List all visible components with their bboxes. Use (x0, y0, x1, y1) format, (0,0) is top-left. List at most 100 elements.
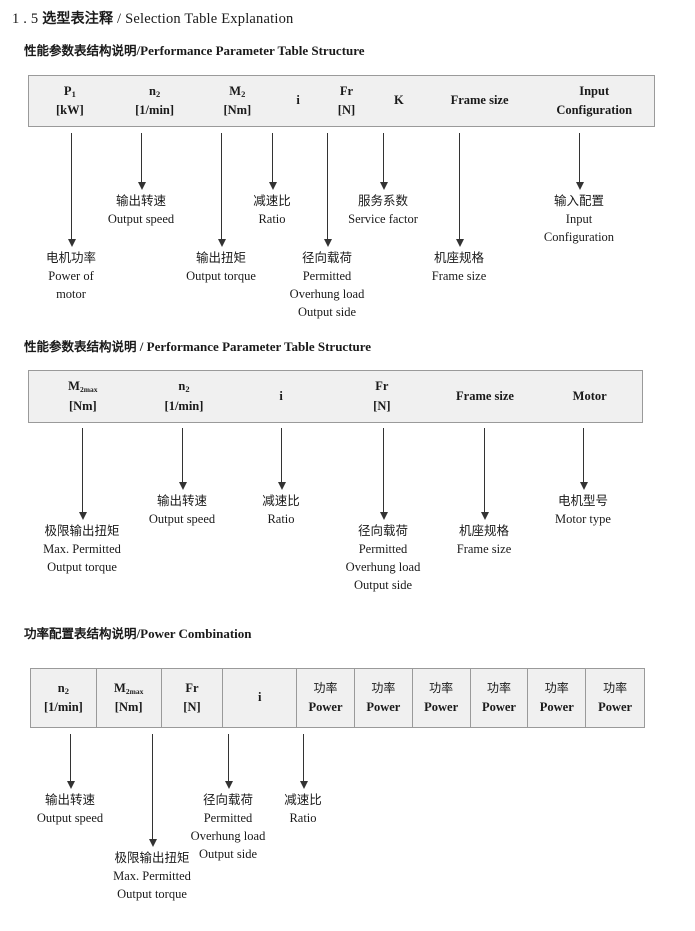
note-service-factor-1-cn: 服务系数 (357, 193, 409, 208)
table3-col-m2max: M2max [Nm] (95, 669, 161, 727)
note-output-speed-2-cn: 输出转速 (156, 493, 207, 508)
table3-col-power-1: 功率 Power (296, 669, 354, 727)
table3-col-power-6-cn: 功率 (603, 681, 628, 696)
note-frame-size-2: 机座规格 Frame size (457, 522, 512, 558)
table3-col-power-2-cn: 功率 (371, 681, 396, 696)
table2-col-n2: n2 [1/min] (137, 371, 232, 422)
note-max-output-torque-2-cn: 极限输出扭矩 (44, 523, 120, 538)
performance-parameter-table-1: P1 [kW] n2 [1/min] M2 [Nm] i Fr [N] K Fr… (28, 75, 655, 127)
table3-col-power-3: 功率 Power (411, 669, 470, 727)
note-max-output-torque-2-en-1: Max. Permitted (43, 542, 121, 557)
arrow-to-ratio-3 (303, 734, 304, 782)
table1-col-fr-unit: [N] (337, 103, 356, 117)
table3-col-power-5-en: Power (539, 699, 574, 714)
title-chinese: 选型表注释 (42, 11, 114, 27)
table1-col-p1: P1 [kW] (29, 76, 111, 126)
arrow-to-overhung-load-1 (327, 133, 328, 240)
note-overhung-load-1-en-2: Overhung load (289, 287, 365, 302)
note-power-of-motor-1: 电机功率 Power of motor (46, 249, 96, 303)
note-output-speed-3-en: Output speed (36, 811, 104, 826)
table3-col-power-2: 功率 Power (353, 669, 412, 727)
table3-col-fr-symbol: Fr (185, 680, 199, 695)
note-max-output-torque-2-en-2: Output torque (47, 560, 117, 575)
arrow-to-input-configuration-1 (579, 133, 580, 183)
section3-heading-separator: / (136, 626, 141, 641)
table1-col-configuration-label: Configuration (556, 103, 633, 117)
note-ratio-2: 减速比 Ratio (262, 492, 300, 528)
note-input-configuration-1-en-2: Configuration (543, 230, 615, 245)
table1-col-m2-symbol: M2 (229, 83, 246, 99)
note-ratio-1-en: Ratio (258, 212, 286, 227)
section-heading-perf2: 性能参数表结构说明 / Performance Parameter Table … (24, 336, 371, 355)
table3-col-power-3-cn: 功率 (429, 681, 454, 696)
note-frame-size-2-en: Frame size (456, 542, 512, 557)
note-overhung-load-1-cn: 径向载荷 (301, 250, 353, 265)
note-output-speed-2: 输出转速 Output speed (149, 492, 215, 528)
table1-col-frame-size: Frame size (425, 76, 535, 126)
note-overhung-load-1: 径向载荷 Permitted Overhung load Output side (290, 249, 365, 322)
table3-col-power-4-cn: 功率 (486, 681, 511, 696)
note-service-factor-1: 服务系数 Service factor (348, 192, 418, 228)
note-overhung-load-3-cn: 径向载荷 (202, 792, 254, 807)
table1-col-input-label: Input (579, 83, 610, 98)
section3-heading-english: Power Combination (140, 626, 252, 641)
section-heading-chinese: 性能参数表结构说明 (24, 43, 137, 58)
note-overhung-load-2-en-1: Permitted (358, 542, 408, 557)
page-title: 1 . 5 选型表注释 / Selection Table Explanatio… (12, 8, 294, 28)
table3-col-m2max-symbol: M2max (114, 680, 144, 696)
table2-col-m2max-unit: [Nm] (68, 398, 97, 413)
note-output-torque-1: 输出扭矩 Output torque (186, 249, 256, 285)
note-service-factor-1-en: Service factor (348, 212, 418, 227)
table2-col-n2-unit: [1/min] (164, 398, 204, 413)
note-overhung-load-2: 径向载荷 Permitted Overhung load Output side (346, 522, 421, 595)
note-power-of-motor-1-en-2: motor (56, 287, 86, 302)
note-motor-type-2: 电机型号 Motor type (555, 492, 611, 528)
table3-col-n2: n2 [1/min] (31, 669, 96, 727)
section-heading-separator: / (136, 43, 141, 58)
note-ratio-1-cn: 减速比 (253, 193, 291, 208)
note-overhung-load-3-en-3: Output side (199, 847, 257, 862)
table2-col-i-symbol: i (279, 388, 283, 403)
note-ratio-3: 减速比 Ratio (284, 791, 322, 827)
arrow-to-output-torque-1 (221, 133, 222, 240)
note-max-output-torque-2: 极限输出扭矩 Max. Permitted Output torque (43, 522, 121, 576)
note-overhung-load-1-en-1: Permitted (302, 269, 352, 284)
note-overhung-load-1-en-3: Output side (298, 305, 356, 320)
section3-heading-chinese: 功率配置表结构说明 (24, 626, 137, 641)
table1-col-k-symbol: K (393, 93, 404, 108)
note-power-of-motor-1-en-1: Power of (48, 269, 94, 284)
note-output-torque-1-cn: 输出扭矩 (195, 250, 247, 265)
table1-col-fr: Fr [N] (320, 76, 373, 126)
table2-col-frame-size-label: Frame size (456, 388, 514, 403)
table2-col-motor-label: Motor (572, 388, 607, 403)
note-overhung-load-3-en-2: Overhung load (190, 829, 266, 844)
arrow-to-output-speed-3 (70, 734, 71, 782)
table1-col-p1-symbol: P1 (63, 83, 76, 99)
note-overhung-load-2-cn: 径向载荷 (357, 523, 409, 538)
table3-col-power-5-cn: 功率 (544, 681, 569, 696)
note-output-speed-1-cn: 输出转速 (115, 193, 166, 208)
arrow-to-service-factor-1 (383, 133, 384, 183)
note-ratio-3-cn: 减速比 (284, 792, 322, 807)
note-ratio-1: 减速比 Ratio (253, 192, 291, 228)
note-frame-size-1-en: Frame size (431, 269, 487, 284)
table3-col-n2-unit: [1/min] (43, 700, 83, 714)
performance-parameter-table-2: M2max [Nm] n2 [1/min] i Fr [N] Frame siz… (28, 370, 643, 423)
note-power-of-motor-1-cn: 电机功率 (45, 250, 97, 265)
table1-col-frame-size-label: Frame size (450, 93, 509, 108)
table2-col-fr-symbol: Fr (375, 379, 389, 394)
section2-heading-chinese: 性能参数表结构说明 (24, 339, 137, 354)
arrow-to-overhung-load-3 (228, 734, 229, 782)
note-input-configuration-1: 输入配置 Input Configuration (544, 192, 614, 246)
note-overhung-load-3-en-1: Permitted (203, 811, 253, 826)
note-max-output-torque-3-en-1: Max. Permitted (113, 869, 191, 884)
arrow-to-max-output-torque-3 (152, 734, 153, 840)
arrow-to-motor-type-2 (583, 428, 584, 483)
note-overhung-load-3: 径向载荷 Permitted Overhung load Output side (191, 791, 266, 864)
table3-col-power-6: 功率 Power (585, 669, 644, 727)
table3-col-power-6-en: Power (598, 699, 633, 714)
note-max-output-torque-3-en-2: Output torque (117, 887, 187, 902)
note-output-speed-1-en: Output speed (107, 212, 175, 227)
table3-col-m2max-unit: [Nm] (114, 700, 143, 714)
note-motor-type-2-en: Motor type (555, 512, 611, 527)
